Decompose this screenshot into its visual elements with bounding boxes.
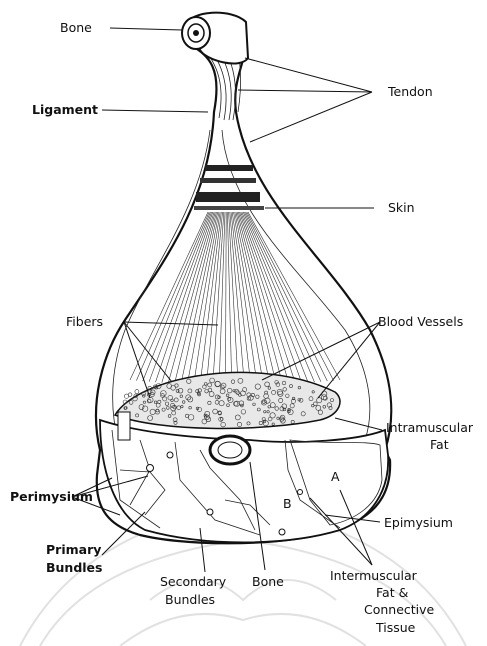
label-bone-top: Bone [60, 20, 92, 35]
label-intramuscular-2: Fat [430, 437, 449, 452]
label-tendon: Tendon [387, 84, 433, 99]
label-secondary-1: Secondary [160, 574, 227, 589]
label-perimysium: Perimysium [10, 489, 93, 504]
region-a-label: A [331, 469, 340, 484]
label-secondary-2: Bundles [165, 592, 215, 607]
label-epimysium: Epimysium [384, 515, 453, 530]
label-intermuscular-1: Intermuscular [330, 568, 418, 583]
label-intramuscular-1: Intramuscular [386, 420, 474, 435]
label-intermuscular-2: Fat & [376, 585, 409, 600]
label-ligament: Ligament [32, 102, 98, 117]
label-skin: Skin [388, 200, 415, 215]
label-intermuscular-3: Connective [364, 602, 435, 617]
label-primary-1: Primary [46, 542, 101, 557]
bone-top-shape [182, 13, 248, 64]
label-primary-2: Bundles [46, 560, 102, 575]
label-blood-vessels: Blood Vessels [378, 314, 463, 329]
label-bone-bottom: Bone [252, 574, 284, 589]
label-intermuscular-4: Tissue [375, 620, 416, 635]
label-fibers: Fibers [66, 314, 103, 329]
region-b-label: B [283, 496, 292, 511]
